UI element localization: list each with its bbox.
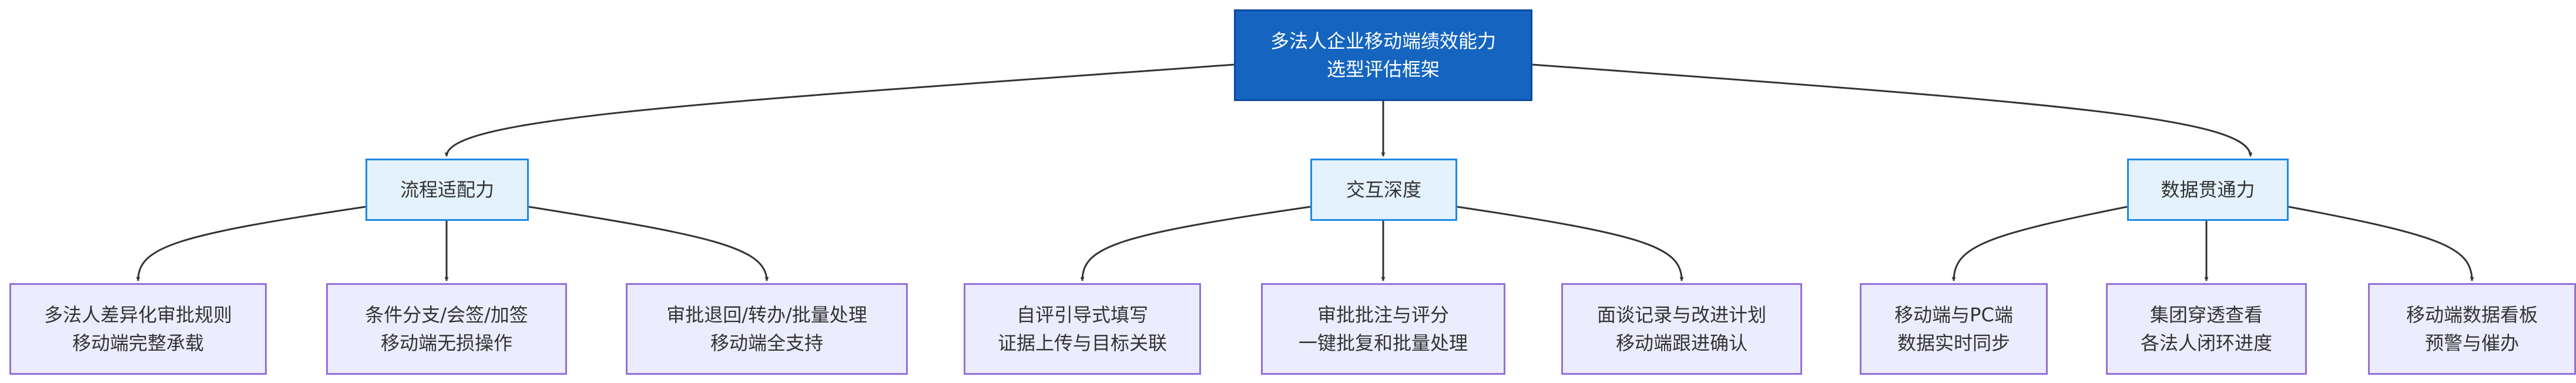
category-node-data-connectivity: 数据贯通力 [2127, 159, 2289, 221]
leaf-node-interview-records: 面谈记录与改进计划 移动端跟进确认 [1561, 283, 1802, 375]
leaf-node-conditional-branching: 条件分支/会签/加签 移动端无损操作 [326, 283, 567, 375]
leaf-node-return-transfer-batch: 审批退回/转办/批量处理 移动端全支持 [626, 283, 908, 375]
leaf-node-realtime-sync: 移动端与PC端 数据实时同步 [1860, 283, 2048, 375]
edge-category-2-to-leaf-6 [1457, 206, 1684, 281]
leaf-node-mobile-dashboard: 移动端数据看板 预警与催办 [2368, 283, 2576, 375]
edge-root-to-category-3 [1532, 63, 2253, 157]
edge-category-1-to-leaf-1 [136, 206, 366, 281]
leaf-node-multi-entity-approval: 多法人差异化审批规则 移动端完整承载 [9, 283, 267, 375]
edge-category-3-to-leaf-9 [2288, 206, 2474, 281]
edge-category-1-to-leaf-3 [528, 206, 769, 281]
category-node-process-adaptability: 流程适配力 [365, 159, 529, 221]
leaf-node-guided-self-review: 自评引导式填写 证据上传与目标关联 [964, 283, 1201, 375]
edge-category-3-to-leaf-7 [1951, 206, 2128, 281]
edge-root-to-category-1 [444, 63, 1235, 157]
root-node: 多法人企业移动端绩效能力 选型评估框架 [1234, 9, 1532, 101]
leaf-node-approval-annotation: 审批批注与评分 一键批复和批量处理 [1261, 283, 1505, 375]
category-node-interaction-depth: 交互深度 [1310, 159, 1457, 221]
leaf-node-group-drilldown: 集团穿透查看 各法人闭环进度 [2106, 283, 2307, 375]
edge-category-2-to-leaf-4 [1080, 206, 1311, 281]
